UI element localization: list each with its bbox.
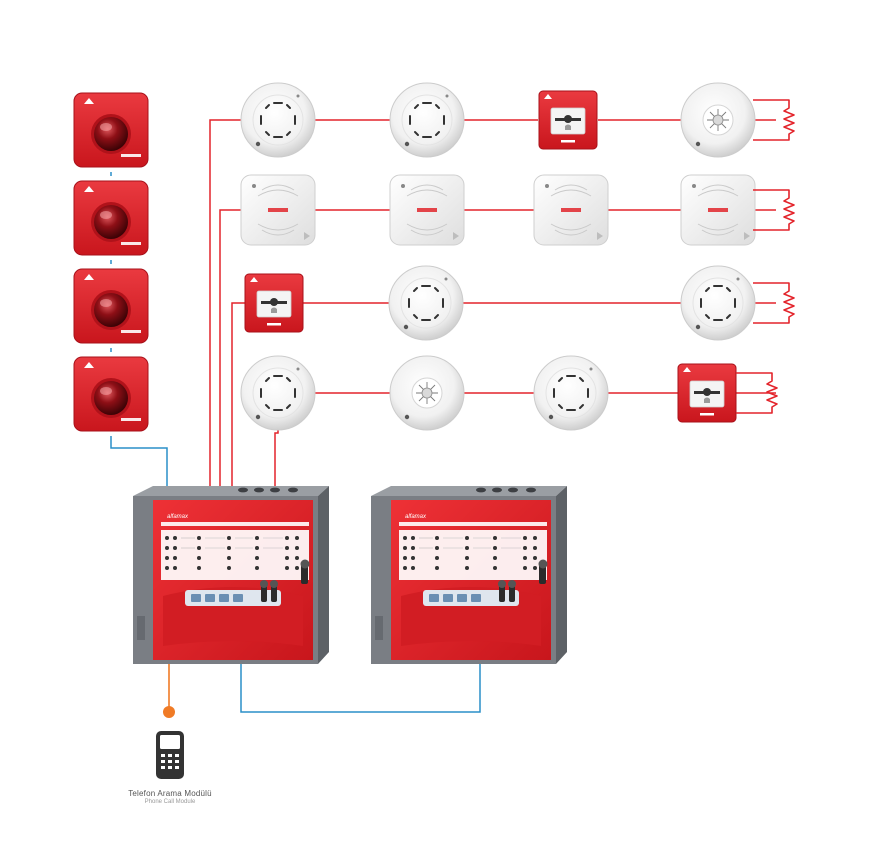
loop-4-feed [274,430,279,497]
module-connection-dot [163,706,175,718]
call-point-icon [538,90,598,150]
loop-wiring [209,119,776,498]
square-detector-icon [389,174,465,246]
loop-2-feed [219,209,243,498]
smoke-detector-icon [533,355,609,431]
smoke-detector-icon [680,265,756,341]
phone-module [156,664,184,779]
smoke-detector-icon [240,82,316,158]
phone-icon [156,731,184,779]
square-detector-icon [680,174,756,246]
loop-1-feed [209,119,243,498]
heat-detector-icon [680,82,756,158]
smoke-detector-icon [388,265,464,341]
panel-network-wire [240,660,481,713]
sounder-icon [73,180,149,256]
fire-panel-icon [370,485,568,665]
smoke-detector-icon [240,355,316,431]
loop-3-feed [231,302,245,498]
sounder-icon [73,92,149,168]
square-detector-icon [240,174,316,246]
sounder-icon [73,356,149,432]
sounder-to-panel-wire [110,436,168,508]
phone-module-subtitle: Phone Call Module [144,799,196,805]
call-point-icon [244,273,304,333]
sounder-icon [73,268,149,344]
square-detector-icon [533,174,609,246]
call-point-icon [677,363,737,423]
smoke-detector-icon [389,82,465,158]
network-wiring [110,172,481,713]
fire-panel-icon [132,485,330,665]
heat-detector-icon [389,355,465,431]
phone-module-title: Telefon Arama Modülü [128,789,212,798]
